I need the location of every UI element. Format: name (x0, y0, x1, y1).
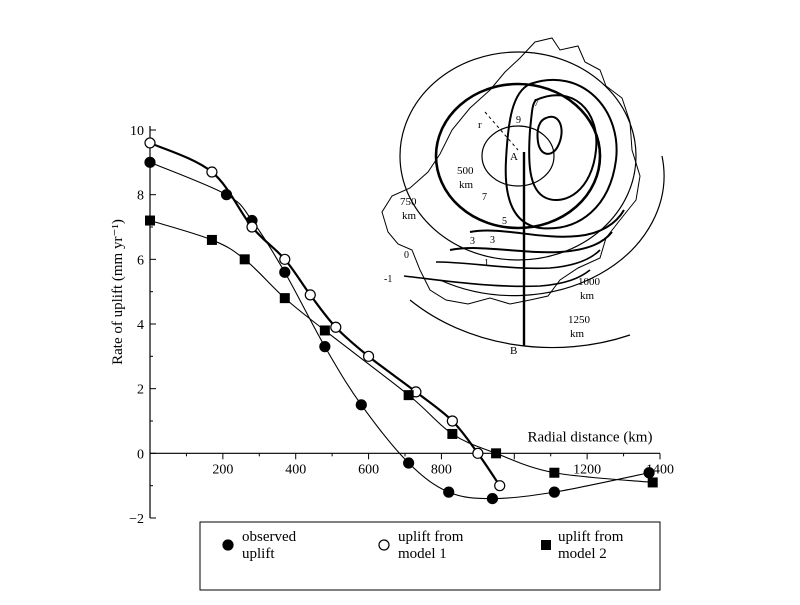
map-point-label: r (478, 119, 482, 131)
map-contour-7 (528, 94, 598, 201)
y-tick-label: 6 (137, 253, 144, 268)
map-contour-label: 9 (516, 115, 521, 126)
data-point-observed-uplift (643, 467, 655, 479)
map-ring-label-value: 500 (457, 165, 474, 177)
map-contour-1 (449, 231, 613, 254)
x-tick-label: 1200 (573, 462, 601, 477)
map-contour-label: -1 (384, 274, 392, 285)
data-point-observed-uplift (355, 399, 367, 411)
data-point-uplift-from-model-1 (279, 253, 291, 265)
data-point-uplift-from-model-2 (206, 234, 217, 245)
legend-label: observed (242, 529, 297, 545)
data-point-uplift-from-model-1 (330, 321, 342, 333)
x-tick-label: 200 (212, 462, 233, 477)
map-contour-label: 7 (534, 98, 539, 109)
map-contour-0 (435, 249, 601, 270)
legend-marker (378, 539, 390, 551)
data-point-observed-uplift (548, 486, 560, 498)
chart-series (144, 137, 658, 505)
map-ring-label-value: 750 (400, 196, 417, 208)
data-point-observed-uplift (319, 341, 331, 353)
map-ring-label-unit: km (459, 179, 474, 191)
map-contour-label: 3 (470, 236, 475, 247)
x-tick-label: 800 (431, 462, 452, 477)
data-point-uplift-from-model-1 (446, 415, 458, 427)
data-point-uplift-from-model-1 (206, 166, 218, 178)
legend-box (199, 521, 661, 591)
map-radius-line (484, 111, 519, 151)
data-point-uplift-from-model-2 (491, 448, 502, 459)
data-point-uplift-from-model-2 (647, 477, 658, 488)
legend-marker (541, 540, 551, 550)
map-coastline (381, 37, 641, 305)
y-tick-label: 8 (137, 189, 144, 204)
data-point-uplift-from-model-2 (239, 254, 250, 265)
data-point-observed-uplift (486, 493, 499, 505)
x-tick-label: 400 (285, 462, 306, 477)
map-contour-label: 5 (502, 216, 507, 227)
legend-label: uplift (242, 546, 275, 562)
y-tick-label: −2 (129, 512, 144, 527)
data-point-observed-uplift (279, 266, 291, 278)
map-contour-label: 7 (482, 192, 487, 203)
data-point-uplift-from-model-1 (472, 447, 484, 459)
legend-marker (222, 539, 234, 551)
data-point-uplift-from-model-2 (549, 467, 560, 478)
y-tick-label: 2 (137, 383, 144, 398)
data-point-uplift-from-model-2 (279, 293, 290, 304)
y-tick-label: 0 (137, 447, 144, 462)
y-axis-title: Rate of uplift (mm yr⁻¹) (110, 219, 126, 365)
x-axis-title: Radial distance (km) (528, 429, 653, 445)
map-ring-label-value: 1250 (568, 314, 591, 326)
x-tick-label: 600 (358, 462, 379, 477)
map-ring-label-unit: km (570, 328, 585, 340)
map-ring-1250km (409, 299, 631, 349)
map-point-label: A (510, 151, 518, 163)
map-ring-inner (481, 125, 555, 187)
legend-label: uplift from (398, 529, 464, 545)
map-ring-750km (399, 51, 637, 261)
map-ring-label-unit: km (580, 290, 595, 302)
map-ring-500km (434, 82, 602, 230)
data-point-observed-uplift (403, 457, 415, 469)
data-point-observed-uplift (443, 486, 455, 498)
map-contour-label: 3 (490, 235, 495, 246)
data-point-uplift-from-model-2 (447, 428, 458, 439)
data-point-uplift-from-model-1 (144, 137, 156, 149)
map-contour-label: 1 (484, 258, 489, 269)
series-line-uplift-from-model-2 (149, 220, 653, 483)
data-point-observed-uplift (144, 156, 156, 168)
map-point-label: B (510, 345, 517, 357)
y-tick-label: 10 (130, 124, 144, 139)
map-contour-label: 0 (404, 250, 409, 261)
legend-label: model 1 (398, 546, 447, 562)
y-tick-label: 4 (137, 318, 144, 333)
legend-label: model 2 (558, 546, 607, 562)
map-ring-label-value: 1000 (578, 276, 601, 288)
data-point-uplift-from-model-2 (403, 390, 414, 401)
data-point-uplift-from-model-1 (304, 289, 316, 301)
map-contour-5 (504, 78, 618, 230)
map-contour-minus1 (403, 269, 591, 288)
data-point-uplift-from-model-2 (319, 325, 330, 336)
map-ring-label-unit: km (402, 210, 417, 222)
legend-label: uplift from (558, 529, 624, 545)
map-contour-9 (536, 115, 563, 155)
data-point-uplift-from-model-1 (246, 221, 258, 233)
data-point-uplift-from-model-2 (145, 215, 155, 226)
map-ring-1000km (439, 155, 665, 297)
data-point-uplift-from-model-1 (494, 480, 506, 492)
map-contour-3 (469, 209, 625, 238)
data-point-uplift-from-model-1 (362, 350, 375, 362)
